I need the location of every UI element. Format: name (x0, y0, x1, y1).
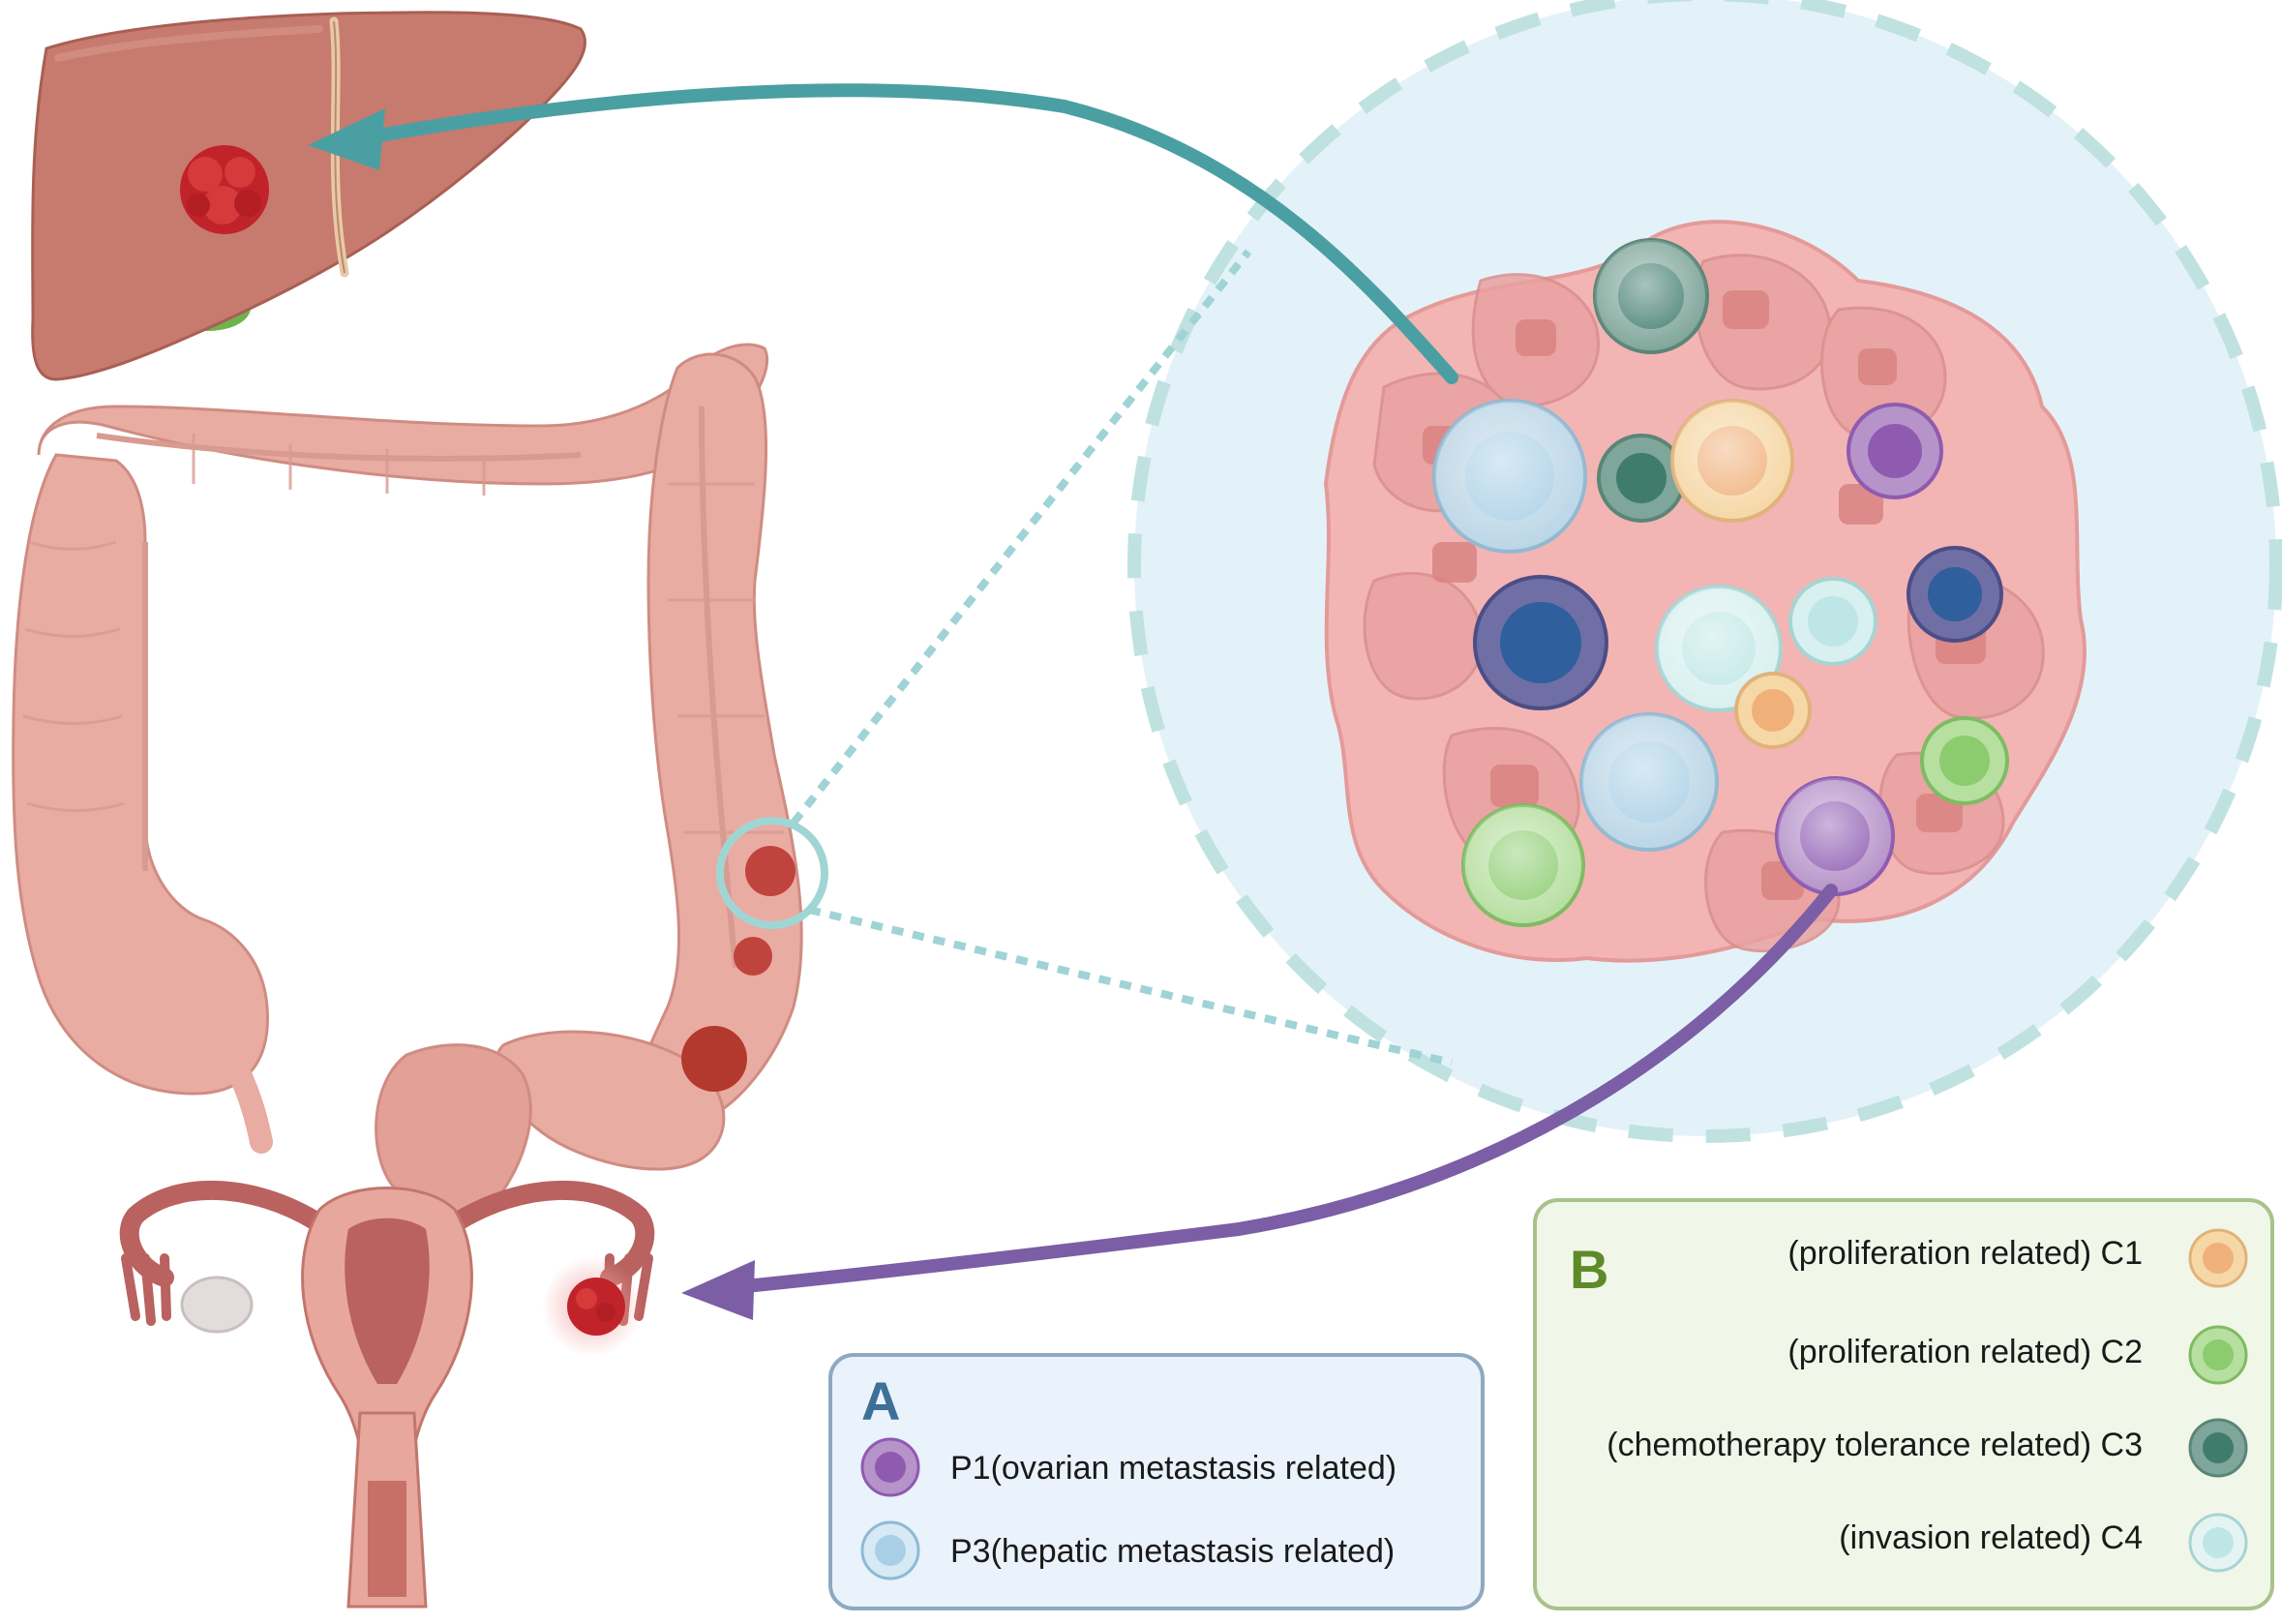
legend-b-item-c1: (proliferation related) C1 (1787, 1235, 2143, 1272)
cell-dark-blue-small (1907, 546, 2003, 643)
primary-tumor-highlight (716, 817, 828, 929)
hepatic-metastasis-arrow (308, 83, 1458, 384)
cell-c4-small (1788, 577, 1877, 666)
cell-c2-small (1920, 716, 2009, 805)
cell-p1-small (1847, 403, 1943, 499)
uterus-icon (119, 1180, 655, 1609)
cell-c1-large (1670, 399, 1794, 523)
legend-a-letter: A (861, 1370, 901, 1431)
colon-tumor-icon (681, 846, 796, 1092)
cell-c1-small (1734, 672, 1812, 749)
legend-b-item-c3: (chemotherapy tolerance related) C3 (1606, 1427, 2143, 1463)
cell-p3-medium (1579, 712, 1719, 852)
cell-c4-large (1655, 585, 1783, 712)
cell-p1-large (1775, 776, 1895, 896)
zoom-connector-lines (790, 249, 1453, 1067)
p1-cell-icon (860, 1437, 920, 1497)
cell-dark-blue-large (1473, 575, 1608, 710)
c1-cell-icon (2188, 1228, 2248, 1288)
legend-a-item-p1: P1(ovarian metastasis related) (950, 1450, 1397, 1487)
c3-cell-icon (2188, 1418, 2248, 1478)
liver-icon (31, 11, 586, 381)
cell-c2-large (1461, 803, 1585, 927)
c2-cell-icon (2188, 1325, 2248, 1385)
legend-a: A P1(ovarian metastasis related) P3(hepa… (828, 1353, 1485, 1610)
legend-a-item-p3: P3(hepatic metastasis related) (950, 1533, 1396, 1570)
c4-cell-icon (2188, 1513, 2248, 1573)
ovary-tumor-icon (567, 1278, 625, 1336)
cell-c3-small (1597, 434, 1686, 523)
colon-icon (12, 343, 828, 1214)
liver-tumor-icon (180, 145, 269, 234)
cell-p3-large (1432, 399, 1587, 554)
legend-b: B (proliferation related) C1 (proliferat… (1533, 1198, 2274, 1610)
cell-c3-large (1593, 238, 1709, 354)
cell-cluster-icon (1323, 220, 2087, 963)
legend-b-item-c4: (invasion related) C4 (1839, 1519, 2143, 1556)
legend-b-letter: B (1570, 1239, 1609, 1300)
legend-b-item-c2: (proliferation related) C2 (1787, 1334, 2143, 1370)
ovarian-metastasis-arrow (681, 884, 1838, 1320)
p3-cell-icon (860, 1520, 920, 1580)
